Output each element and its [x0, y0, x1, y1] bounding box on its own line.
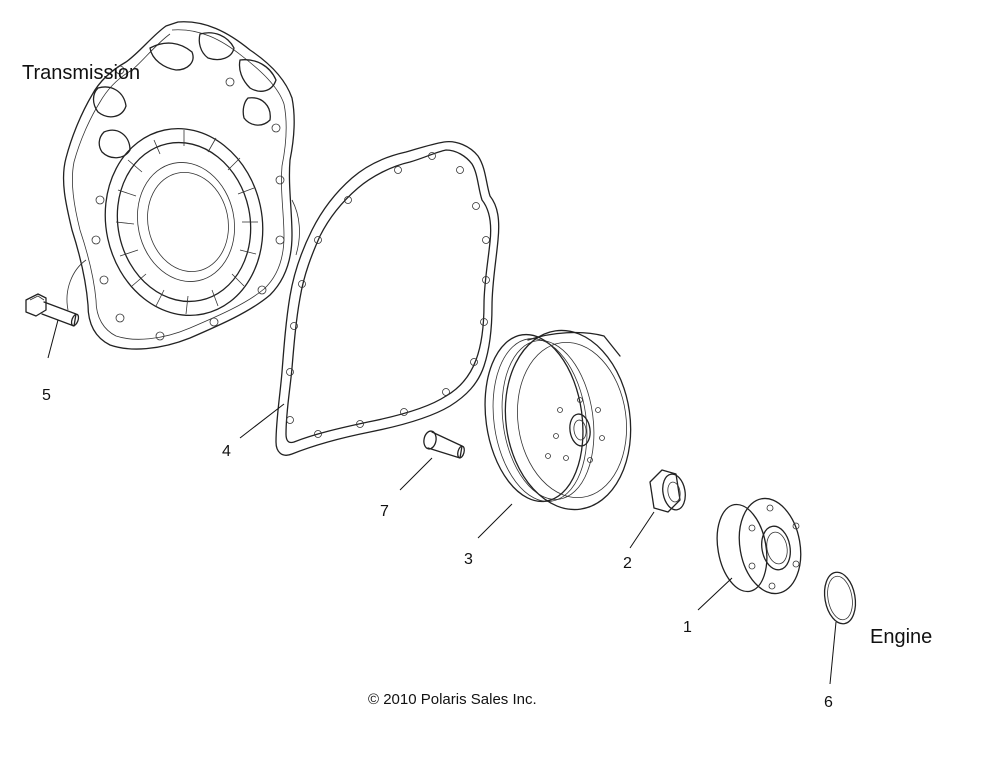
callout-5: 5	[42, 387, 51, 404]
callout-7: 7	[380, 503, 389, 520]
leader-3	[477, 503, 513, 539]
part-6-ring	[823, 571, 857, 625]
leader-4	[239, 403, 285, 439]
part-4-gasket	[275, 140, 500, 456]
leader-6	[829, 621, 837, 685]
callout-2: 2	[623, 555, 632, 572]
callout-3: 3	[464, 551, 473, 568]
engine-label: Engine	[870, 626, 933, 648]
leader-2	[629, 511, 655, 549]
transmission-housing	[62, 21, 300, 350]
callout-1: 1	[683, 619, 692, 636]
part-1-hub	[716, 497, 802, 595]
transmission-label: Transmission	[22, 62, 141, 84]
part-2-nut	[649, 469, 686, 513]
leader-5	[47, 319, 59, 359]
leader-lines	[47, 319, 837, 685]
leader-7	[399, 457, 433, 491]
part-7-bolt	[423, 430, 465, 459]
callout-4: 4	[222, 443, 231, 460]
leader-1	[697, 577, 733, 611]
part-3-drum	[484, 329, 632, 511]
part-5-bolt	[25, 293, 80, 327]
callout-6: 6	[824, 694, 833, 711]
copyright-notice: © 2010 Polaris Sales Inc.	[368, 691, 537, 708]
